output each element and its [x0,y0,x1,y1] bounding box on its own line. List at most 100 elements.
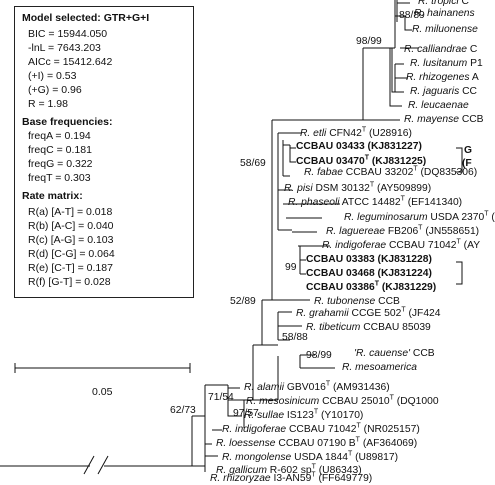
taxon-label: R. gallicum R-602 spT (U86343) [216,463,362,477]
model-box [14,6,194,298]
taxon-label: R. loessense CCBAU 07190 BT (AF364069) [216,436,418,450]
taxon-name: R. alamii GBV016 [244,382,326,393]
taxon-name: R. leucaenae [408,100,469,111]
bootstrap-value: 99 [285,262,297,273]
type-strain-mark: T [311,471,316,479]
type-strain-mark: T [347,450,353,458]
type-strain-mark: T [361,126,367,134]
taxon-name: R. pisi DSM 30132 [284,183,370,194]
model-parameter: R(f) [G-T] = 0.028 [28,276,111,288]
model-parameter: R = 1.98 [28,98,68,110]
taxon-label: R. tropici C [418,0,469,8]
model-parameter: (+G) = 0.96 [28,84,82,96]
taxon-name: R. mayense CCB [404,114,484,125]
type-strain-mark: T [356,422,361,430]
taxon-label: R. grahamii CCGE 502T (JF424 [296,306,441,320]
accession: (AY509899) [374,183,432,194]
bootstrap-value: 58/88 [282,332,308,343]
taxon-name: R. indigoferae CCBAU 71042 [322,240,457,251]
taxon-name: R. fabae CCBAU 33202 [304,167,414,178]
bootstrap-value: 62/73 [170,405,196,416]
bootstrap-value: 98/99 [356,36,382,47]
taxon-name: R. etli CFN42 [300,128,362,139]
taxon-name: R. leguminosarum USDA 2370 [344,212,485,223]
bootstrap-value: 88/89 [399,10,425,21]
type-strain-mark: T [325,380,331,388]
type-strain-mark: T [413,165,418,173]
type-strain-mark: T [389,394,394,402]
taxon-name: R. loessense CCBAU 07190 B [216,438,356,449]
model-parameter: R(b) [A-C] = 0.040 [28,220,114,232]
accession: (DQ1000 [393,396,439,407]
model-parameter: R(d) [C-G] = 0.064 [28,248,115,260]
type-strain-mark: T [355,436,360,444]
taxon-name: CCBAU 03468 (KJ831224) [306,268,432,279]
model-parameter: (+I) = 0.53 [28,70,77,82]
model-parameter: R(a) [A-T] = 0.018 [28,206,113,218]
accession: (KJ831229) [378,282,437,293]
taxon-name: CCBAU 03383 (KJ831228) [306,254,432,265]
type-strain-mark: T [401,306,406,314]
taxon-label: R. rhizoryzae I3-AN59T (FF649779) [210,471,373,485]
taxon-name: 'R. cauense' CCB [354,348,435,359]
taxon-label: R. laguereae FB206T (JN558651) [326,225,480,238]
taxon-name: R. lusitanum P1 [410,58,483,69]
model-parameter: -lnL = 7643.203 [28,42,101,54]
taxon-label: R. miluonense [412,24,478,36]
group-label: G [464,145,473,156]
model-parameter: freqT = 0.303 [28,172,91,184]
model-parameter: freqA = 0.194 [28,130,91,142]
bootstrap-value: 58/69 [240,158,266,169]
taxon-name: R. sullae IS123 [244,410,314,421]
model-parameter: BIC = 15944.050 [28,28,108,40]
taxon-label: R. mesosinicum CCBAU 25010T (DQ1000 [246,394,439,408]
accession: (JN558651) [422,226,480,237]
taxon-label: R. mongolense USDA 1844T (U89817) [222,450,398,464]
taxon-label: R. jaguaris CC [410,86,477,98]
accession: (AF364069) [359,438,418,449]
taxon-name: R. tropici C [418,0,469,7]
accession: (FF649779) [315,473,373,484]
taxon-name: R. rhizogenes A [406,72,479,83]
taxon-name: R. tibeticum CCBAU 85039 [306,322,431,333]
bootstrap-value: 71/54 [208,392,234,403]
taxon-label: CCBAU 03383 (KJ831228) [306,254,432,266]
group-label: (F [462,158,472,169]
taxon-name: R. miluonense [412,24,478,35]
bootstrap-value: 97/57 [233,408,259,419]
model-section-heading: Rate matrix: [22,190,83,202]
taxon-label: CCBAU 03433 (KJ831227) [296,141,422,153]
taxon-name: CCBAU 03433 (KJ831227) [296,141,422,152]
model-parameter: R(e) [C-T] = 0.187 [28,262,113,274]
taxon-label: R. pisi DSM 30132T (AY509899) [284,181,432,195]
type-strain-mark: T [400,195,405,203]
taxon-name: R. mongolense USDA 1844 [222,452,348,463]
accession: (JF424 [405,308,441,319]
type-strain-mark: T [374,280,379,288]
taxon-label: R. lusitanum P1 [410,58,483,70]
taxon-label: R. rhizogenes A [406,72,479,84]
accession: (AY [460,240,481,251]
taxon-name: R. mesosinicum CCBAU 25010 [246,396,390,407]
taxon-name: CCBAU 03470 [296,156,365,167]
taxon-label: R. leguminosarum USDA 2370T ( [344,210,495,224]
bootstrap-value: 98/99 [306,350,332,361]
model-parameter: AICc = 15412.642 [28,56,113,68]
type-strain-mark: T [311,463,316,471]
bootstrap-value: 52/89 [230,296,256,307]
taxon-name: R. calliandrae C [404,44,478,55]
type-strain-mark: T [369,181,375,189]
type-strain-mark: T [364,154,369,162]
model-parameter: freqG = 0.322 [28,158,93,170]
taxon-name: R. mesoamerica [342,362,417,373]
type-strain-mark: T [484,210,489,218]
type-strain-mark: T [313,408,319,416]
model-parameter: R(c) [A-G] = 0.103 [28,234,114,246]
taxon-label: R. mesoamerica [342,362,417,374]
taxon-label: R. phaseoli ATCC 14482T (EF141340) [288,195,462,209]
accession: (Y10170) [318,410,364,421]
taxon-name: R. jaguaris CC [410,86,477,97]
model-section-heading: Base frequencies: [22,116,113,128]
taxon-label: R. etli CFN42T (U28916) [300,126,412,140]
accession: (KJ831225) [368,156,427,167]
